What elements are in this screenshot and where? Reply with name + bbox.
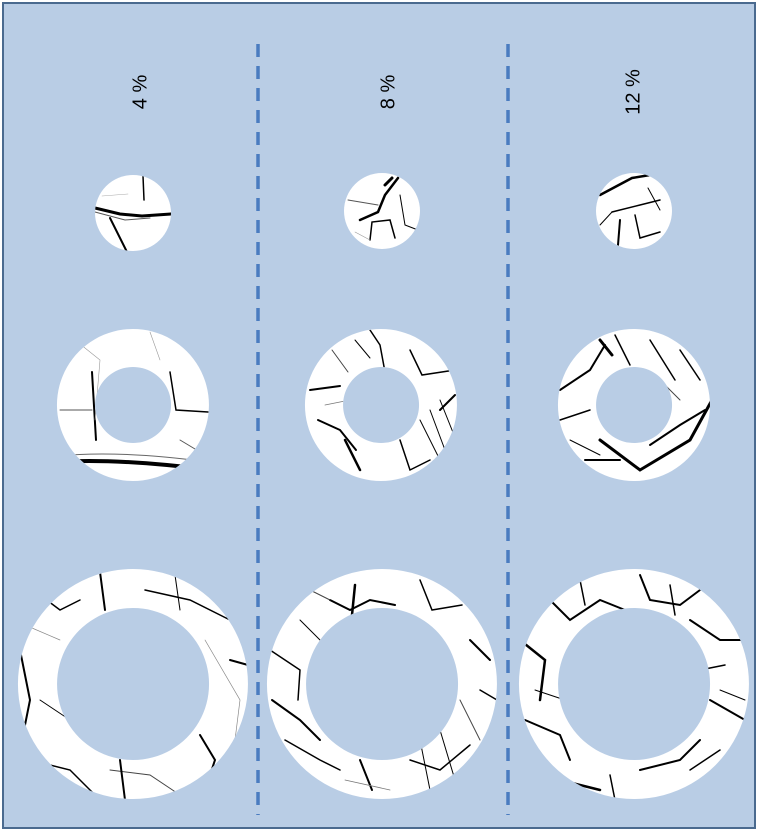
specimen-large-ring-12pct [519, 569, 749, 800]
specimen-large-ring-4pct [18, 569, 248, 800]
specimen-small-disc-8pct [344, 173, 420, 249]
percent-label-8: 8 % [378, 75, 401, 109]
specimen-medium-ring-8pct [305, 329, 457, 481]
percent-label-12: 12 % [623, 69, 646, 115]
specimen-small-disc-4pct [95, 175, 171, 252]
specimen-small-disc-12pct [596, 173, 672, 249]
specimen-medium-ring-4pct [55, 329, 210, 481]
specimen-large-ring-8pct [267, 569, 497, 799]
percent-label-4: 4 % [130, 75, 153, 109]
specimen-medium-ring-12pct [558, 329, 712, 481]
